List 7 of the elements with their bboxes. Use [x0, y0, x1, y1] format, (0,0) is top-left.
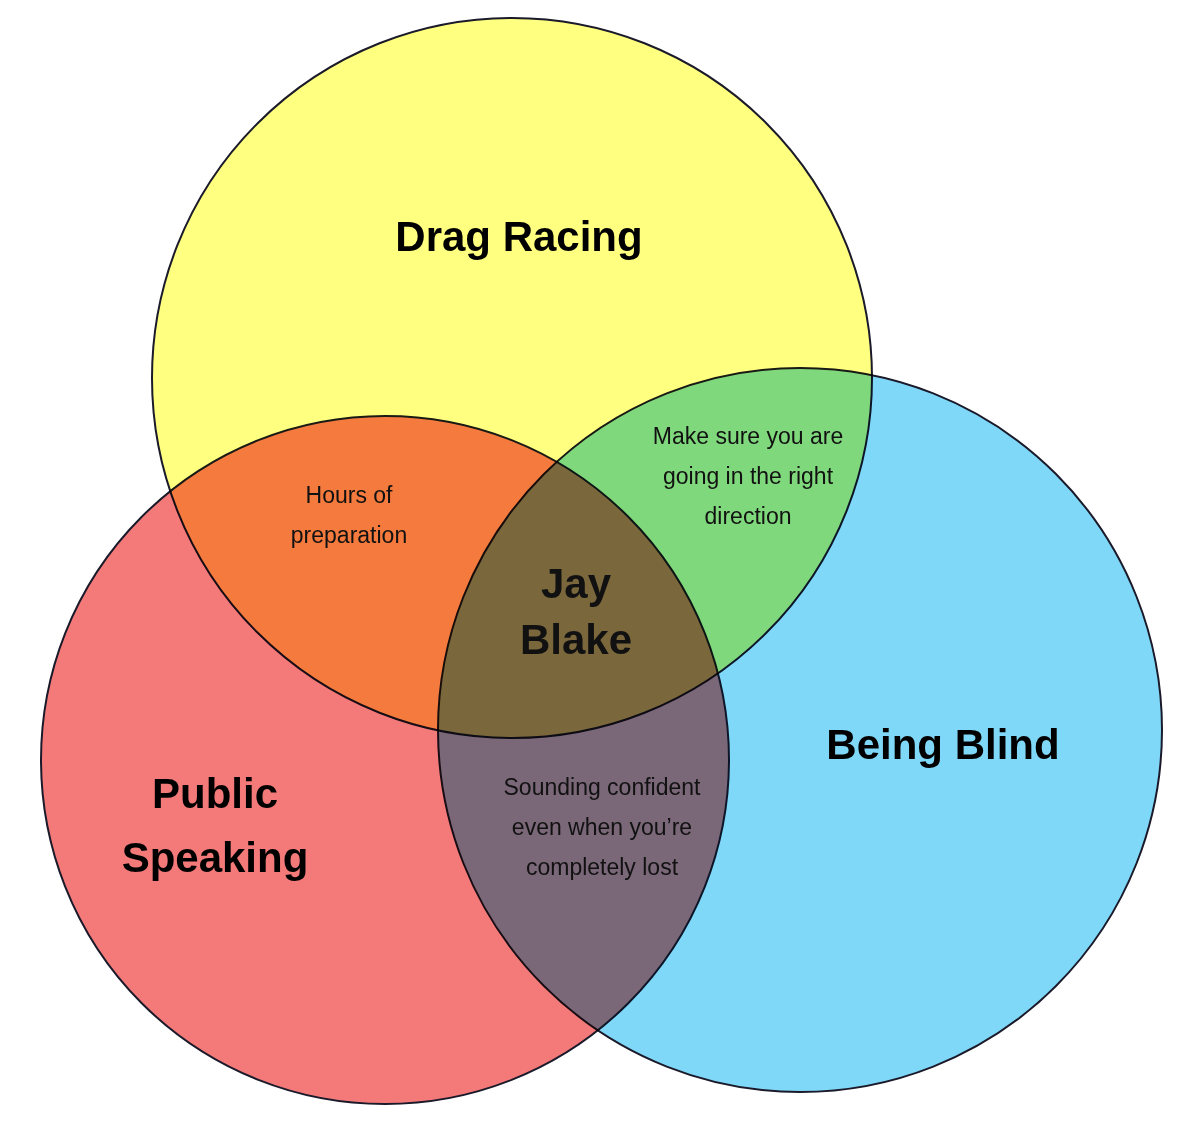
overlap-label: Make sure you are going in the right direction	[651, 422, 845, 531]
overlap-label: Sounding confident even when you’re completely lost	[502, 773, 702, 882]
overlap-label: Hours of preparation	[289, 481, 409, 550]
circle-title: Public Speaking	[120, 769, 310, 883]
center-label: Jay Blake	[518, 559, 634, 665]
circle-title: Being Blind	[825, 720, 1061, 770]
circle-title: Drag Racing	[394, 212, 644, 262]
